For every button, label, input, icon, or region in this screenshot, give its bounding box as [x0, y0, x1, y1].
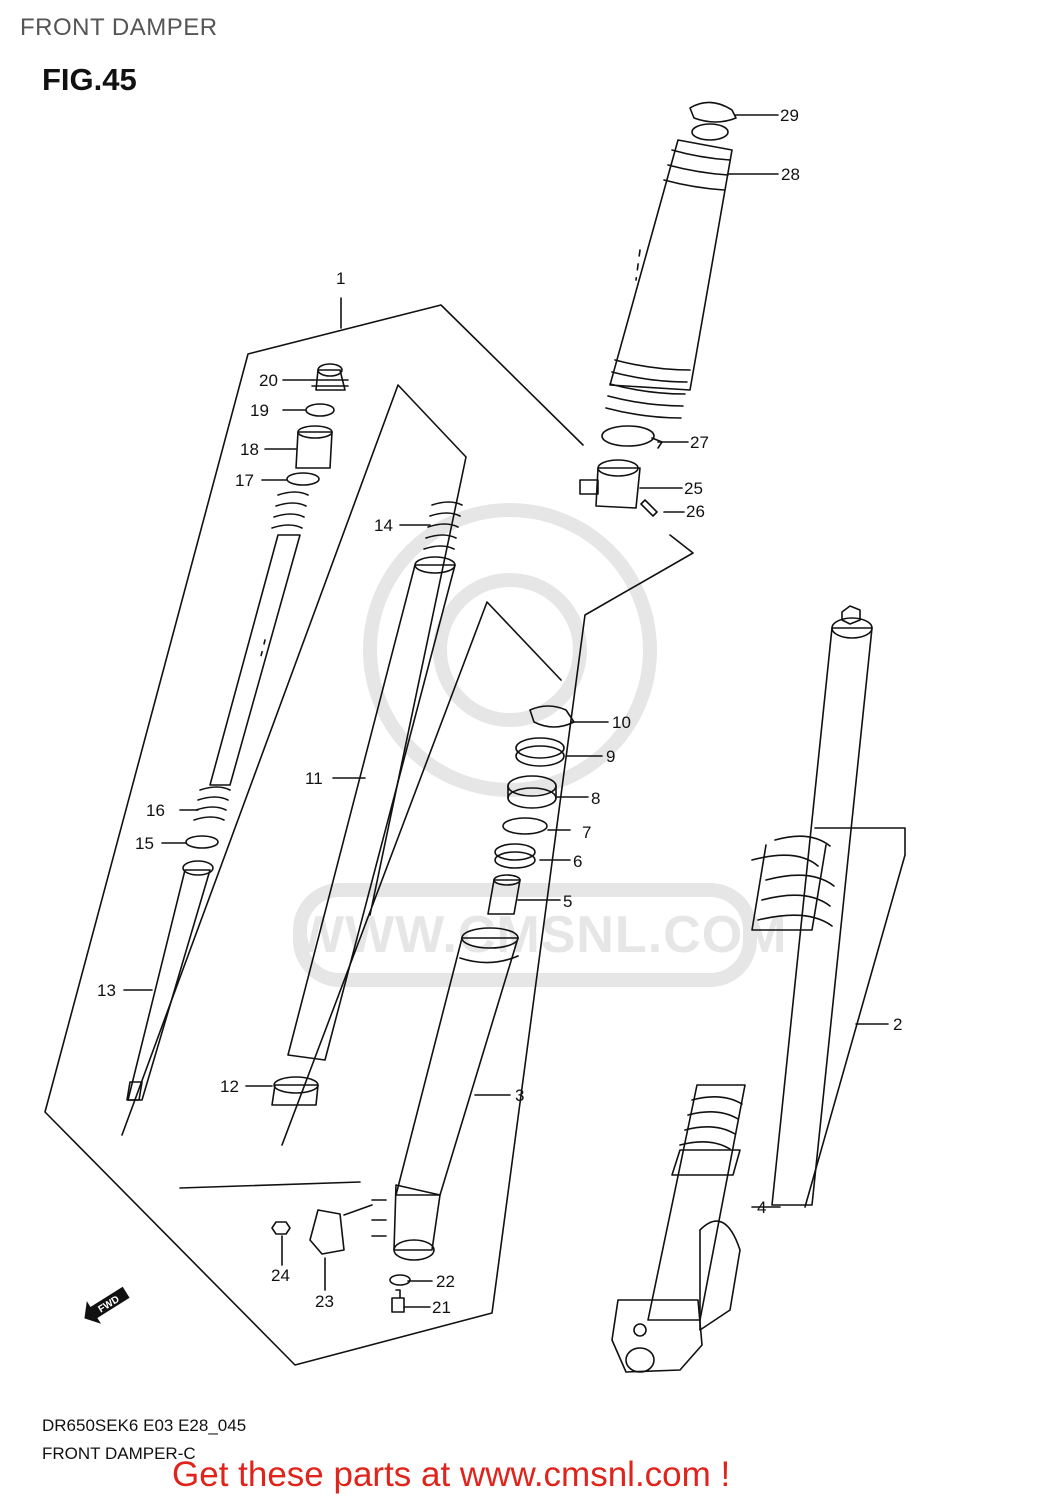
cap-bolt-part-20 — [311, 363, 349, 391]
callout-11: 11 — [305, 769, 323, 788]
assembly-outline — [44, 304, 694, 1366]
page-title: FRONT DAMPER — [20, 14, 218, 41]
callout-28: 28 — [781, 165, 800, 184]
dust-seal-part-9 — [515, 737, 565, 767]
callout-9: 9 — [606, 747, 616, 766]
callout-14: 14 — [374, 516, 393, 535]
callout-27: 27 — [690, 433, 709, 452]
callout-7: 7 — [582, 823, 592, 842]
callout-29: 29 — [780, 106, 799, 125]
callout-20: 20 — [259, 371, 278, 390]
callout-17: 17 — [235, 471, 254, 490]
callout-15: 15 — [135, 834, 154, 853]
bracket-part-2-4 — [804, 827, 906, 1208]
callout-19: 19 — [250, 401, 269, 420]
washer-part-17 — [286, 472, 320, 486]
callout-1: 1 — [336, 269, 346, 288]
callout-25: 25 — [684, 479, 703, 498]
figure-label: FIG.45 — [42, 62, 137, 97]
spring-top-part-13 — [271, 491, 309, 529]
damper-rod-long — [209, 534, 301, 786]
callout-21: 21 — [432, 1298, 451, 1317]
guard-part-25 — [595, 467, 641, 509]
outer-tube-part-3 — [371, 927, 519, 1261]
callout-24: 24 — [271, 1266, 290, 1285]
washer-part-7 — [502, 817, 548, 835]
watermark-logo — [293, 503, 757, 987]
callout-10: 10 — [612, 713, 631, 732]
callout-23: 23 — [315, 1292, 334, 1311]
o-ring-part-19 — [305, 403, 335, 417]
model-code: DR650SEK6 E03 E28_045 — [42, 1416, 247, 1435]
callout-22: 22 — [436, 1272, 455, 1291]
fork-inner-tube-part-2 — [751, 605, 873, 1206]
slide-metal-part-5 — [487, 874, 521, 915]
screw-part-26 — [640, 499, 658, 517]
washer-part-22 — [389, 1274, 411, 1286]
forward-arrow-icon: FWD — [84, 1286, 130, 1324]
fork-outer-tube-part-4 — [611, 1084, 746, 1373]
nut-part-24 — [271, 1221, 291, 1235]
callout-16: 16 — [146, 801, 165, 820]
rebound-spring-part-16 — [193, 786, 231, 821]
damper-rod-part-13 — [126, 860, 214, 1101]
callout-2: 2 — [893, 1015, 903, 1034]
callout-6: 6 — [573, 852, 583, 871]
guide-metal-part-6 — [494, 843, 536, 869]
inner-tube-part-11 — [287, 556, 456, 1061]
callout-8: 8 — [591, 789, 601, 808]
clamp-part-27 — [601, 425, 655, 447]
bolt-part-21 — [391, 1289, 405, 1313]
leader-lines — [123, 114, 889, 1308]
oil-seal-part-8 — [507, 775, 557, 809]
ring-part-15 — [185, 835, 219, 849]
callout-18: 18 — [240, 440, 259, 459]
callout-5: 5 — [563, 892, 573, 911]
dust-boot-part-28 — [605, 101, 737, 419]
callout-12: 12 — [220, 1077, 239, 1096]
callout-3: 3 — [515, 1086, 525, 1105]
spring-part-14 — [423, 501, 463, 550]
callout-13: 13 — [97, 981, 116, 1000]
callout-4: 4 — [757, 1198, 767, 1217]
axle-holder-part-23 — [309, 1209, 345, 1255]
collar-part-12 — [271, 1076, 319, 1106]
watermark-text: WWW.CMSNL.COM — [295, 906, 788, 964]
diagram-subtitle: FRONT DAMPER-C — [42, 1444, 196, 1463]
parts-cta-link[interactable]: Get these parts at www.cmsnl.com ! — [172, 1455, 731, 1494]
callout-26: 26 — [686, 502, 705, 521]
spacer-part-18 — [295, 425, 333, 469]
